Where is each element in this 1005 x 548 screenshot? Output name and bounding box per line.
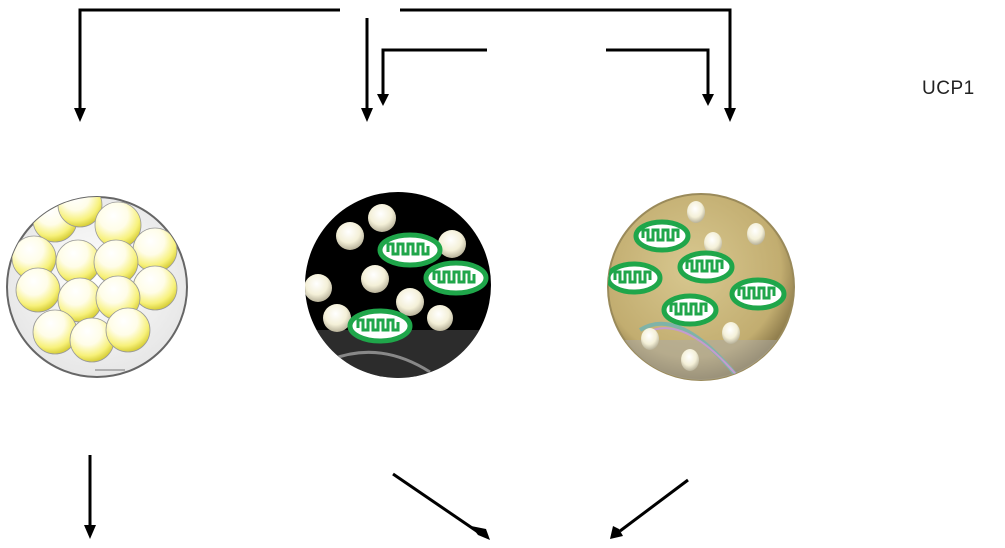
- mitochondria-icon: [661, 293, 719, 327]
- arrowhead-brown: [610, 526, 623, 539]
- arrow-beige-diagonal: [392, 472, 479, 534]
- connector-inner-right: [606, 48, 710, 96]
- arrow-brown-diagonal: [619, 478, 689, 533]
- bottom-connectors: [88, 455, 689, 534]
- mitochondria-icon: [347, 308, 413, 344]
- mitochondria-icon: [729, 277, 787, 311]
- mitochondria-icon: [633, 219, 691, 253]
- mitochondria-icon: [423, 260, 489, 296]
- bottom-arrowheads: [84, 525, 623, 540]
- beige-fat-cell-icon: [305, 192, 491, 378]
- top-arrowheads: [74, 94, 736, 122]
- arrowhead-inner-right: [702, 94, 714, 106]
- top-connectors: [78, 8, 732, 110]
- connector-inner-left: [381, 48, 487, 96]
- ucp1-label: UCP1: [922, 78, 975, 99]
- mitochondria-icon: [677, 250, 735, 284]
- mitochondria-icon: [608, 261, 663, 295]
- mitochondria-icon: [377, 232, 443, 268]
- arrowhead-center: [361, 108, 373, 122]
- arrowhead-white-down: [84, 525, 96, 539]
- connector-to-white-cell: [78, 8, 340, 110]
- arrowhead-inner-left: [377, 94, 389, 106]
- arrowhead-beige: [471, 526, 490, 540]
- brown-fat-cell-icon: [607, 193, 795, 381]
- connector-to-brown-cell: [400, 8, 732, 110]
- arrowhead-white: [74, 108, 86, 122]
- arrowhead-brown: [724, 108, 736, 122]
- white-fat-cell-icon: [6, 196, 188, 378]
